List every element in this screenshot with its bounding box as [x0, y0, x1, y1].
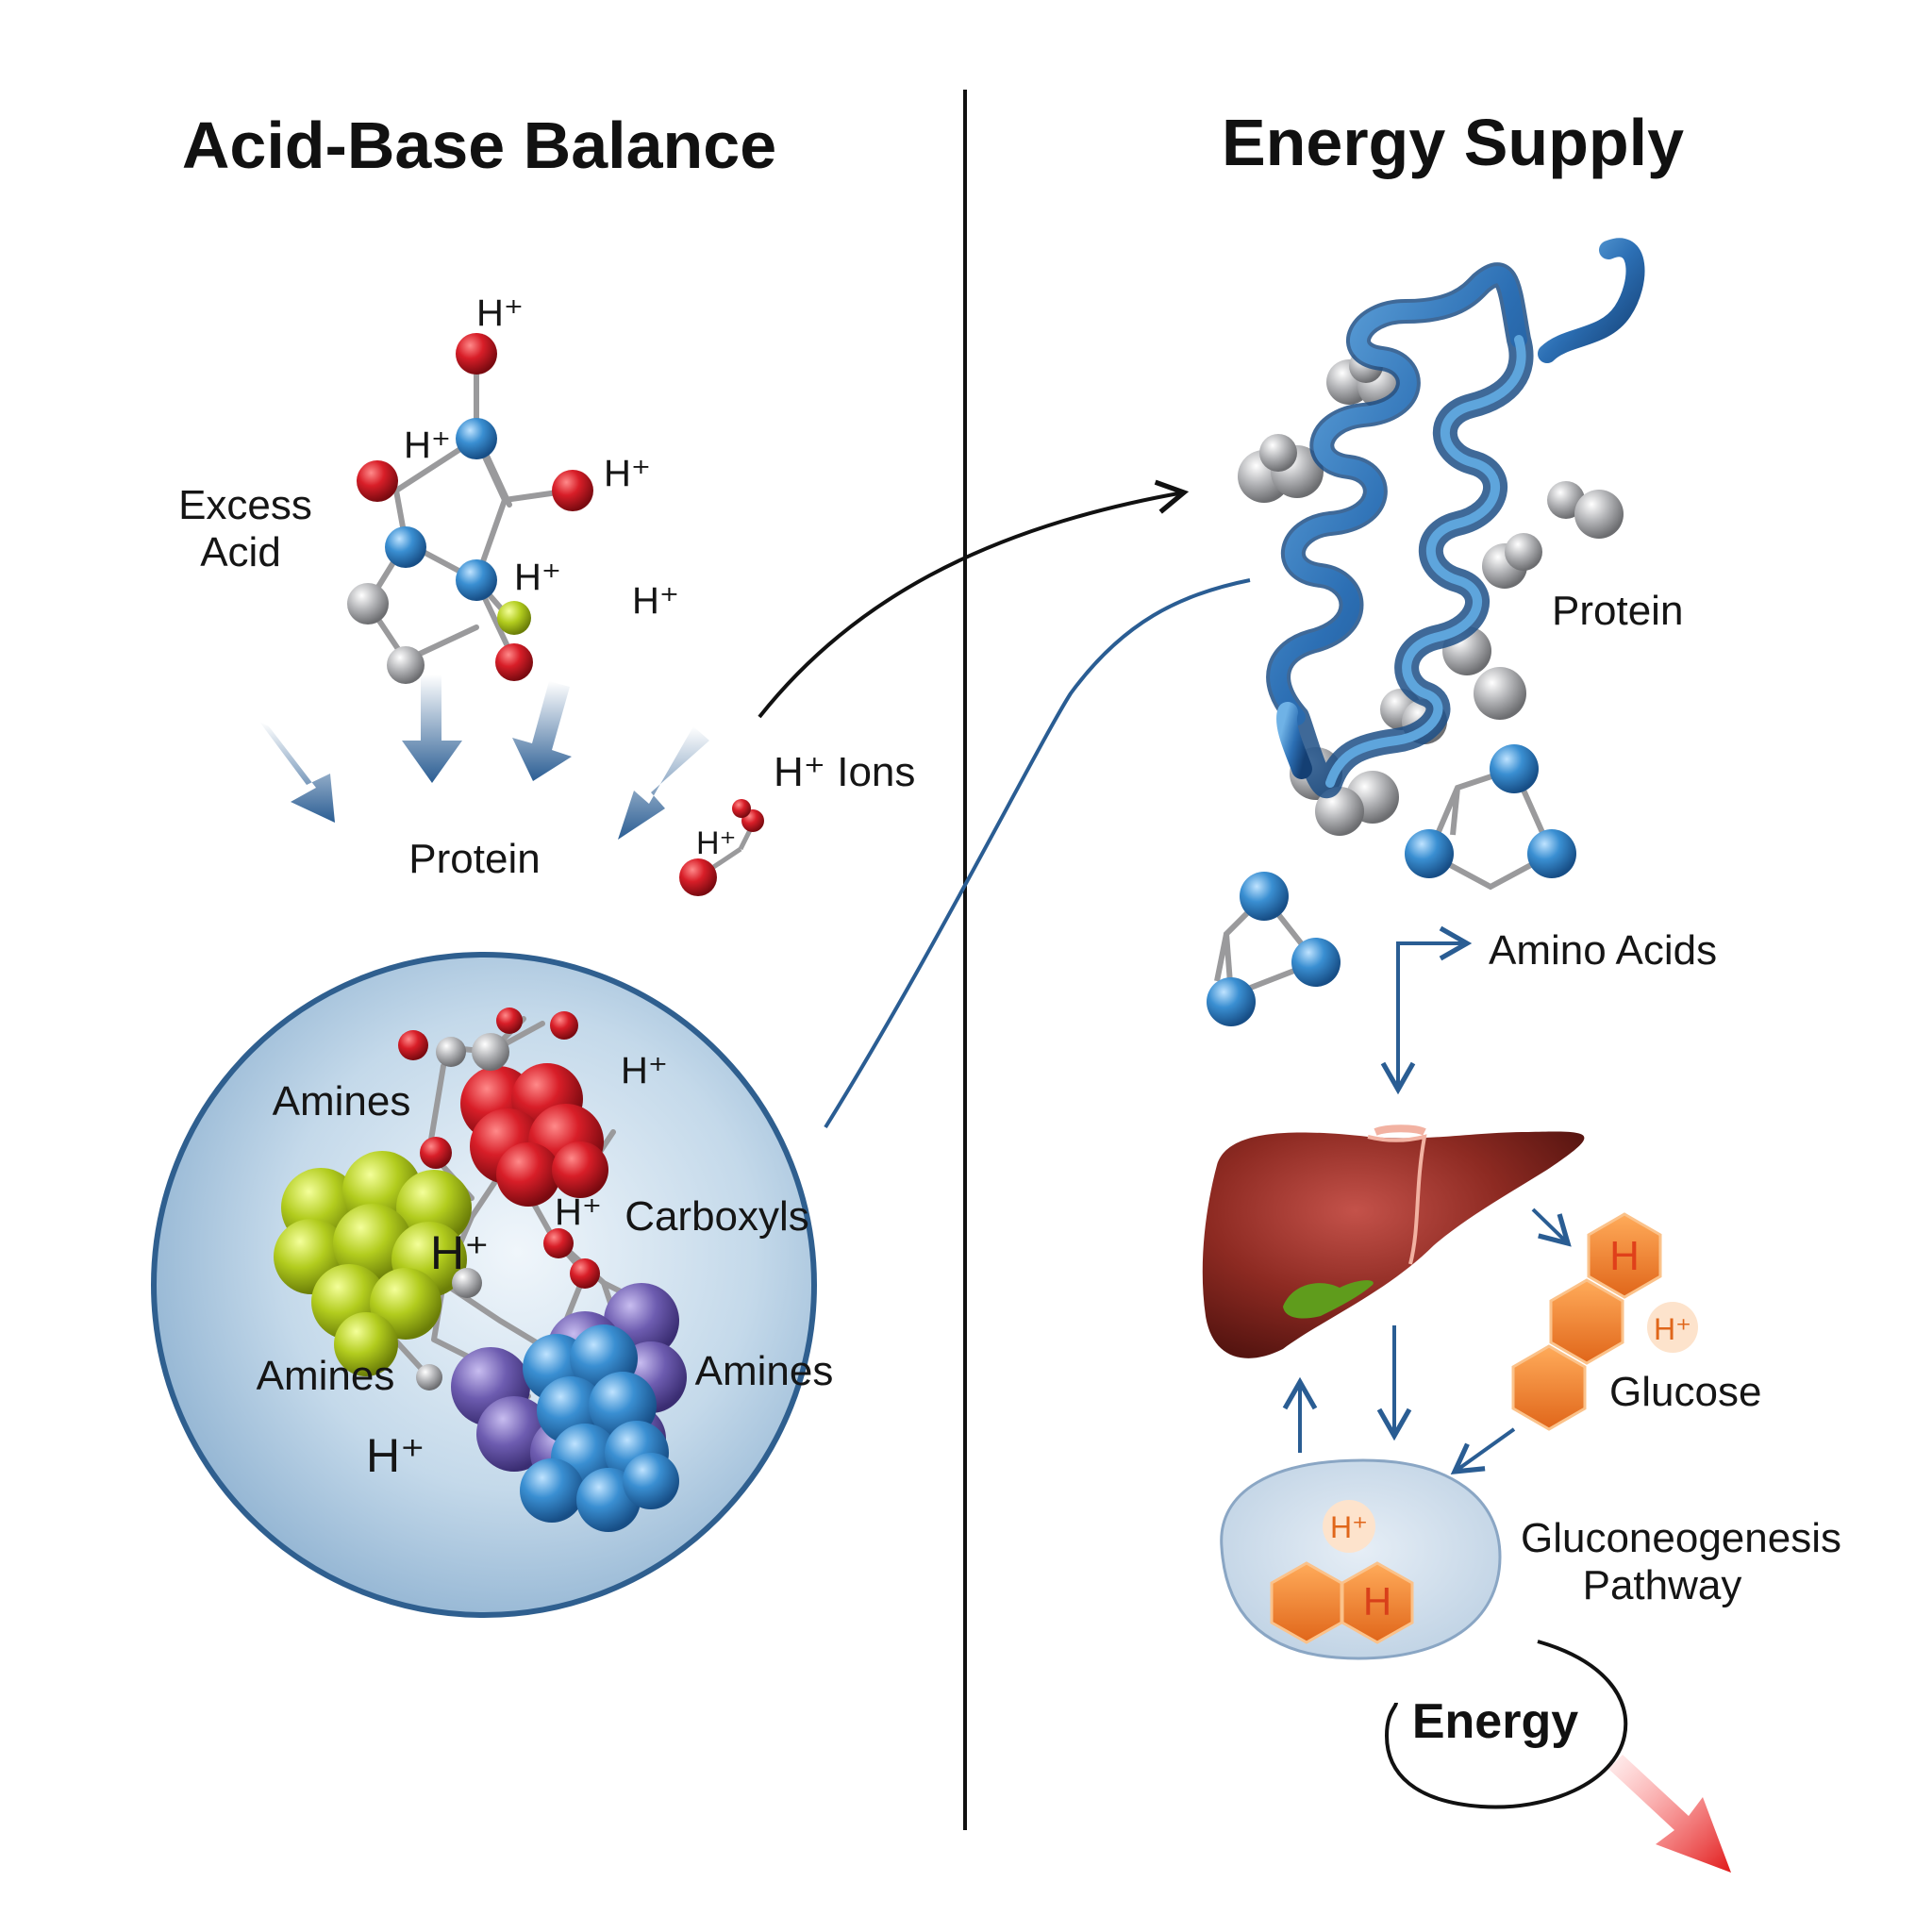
flow-arrow-1 [259, 722, 335, 823]
left-panel-title: Acid-Base Balance [182, 108, 776, 182]
protein-helix [1266, 238, 1645, 799]
ions-to-protein-arrow [758, 479, 1190, 719]
zoom-label-amines-right: Amines [695, 1348, 834, 1394]
glucose-h-plus: H⁺ [1654, 1312, 1691, 1346]
carboxyl-cluster-red [398, 1008, 608, 1289]
right-panel-title: Energy Supply [1222, 106, 1684, 179]
energy-loop [1384, 1640, 1628, 1809]
h-plus-left: H⁺ [404, 425, 451, 466]
cell-h-plus: H⁺ [1330, 1510, 1368, 1544]
zoom-label-amines-left: Amines [257, 1353, 395, 1399]
h-plus-right: H⁺ [604, 453, 651, 494]
h-ion-molecule: H⁺ [679, 799, 764, 896]
liver-to-glucose-arrow [1531, 1208, 1572, 1247]
zoom-label-carboxyls: Carboxyls [625, 1193, 809, 1240]
protein-zoom-circle: Amines Carboxyls Amines Amines H⁺ H⁺ H⁺ … [151, 952, 834, 1618]
excess-acid-label-line1: Excess [178, 482, 312, 528]
flow-arrow-4 [618, 726, 709, 840]
right-protein-label: Protein [1552, 588, 1683, 634]
pathway-label-line1: Gluconeogenesis [1521, 1515, 1841, 1561]
acid-molecule [347, 333, 593, 684]
amino-acid-ring-1 [1405, 744, 1576, 891]
h-plus-center: H⁺ [514, 557, 561, 598]
amine-cluster-blue [520, 1324, 679, 1532]
glucose-label: Glucose [1609, 1369, 1761, 1415]
amino-acid-ring-2 [1207, 872, 1341, 1026]
glucose-molecule: H H⁺ [1511, 1212, 1698, 1431]
glucose-hex-letter: H [1609, 1233, 1640, 1279]
h-plus-top: H⁺ [476, 292, 524, 334]
h-ions-label: H⁺ Ions [774, 749, 915, 795]
acid-flow-arrows [259, 675, 709, 840]
amino-acids-label: Amino Acids [1489, 927, 1717, 974]
liver-icon [1202, 1124, 1585, 1358]
h-plus-ion-small: H⁺ [696, 825, 737, 861]
zoom-connector-line [824, 578, 1251, 1129]
energy-output-arrow [1608, 1755, 1731, 1873]
flow-arrow-3 [512, 681, 572, 781]
amine-cluster-lime [274, 1151, 472, 1376]
zoom-h-plus-4: H⁺ [366, 1429, 425, 1482]
zoom-h-plus-2: H⁺ [555, 1191, 602, 1233]
cell-hex-letter: H [1363, 1579, 1391, 1624]
zoom-h-plus-3: H⁺ [430, 1226, 490, 1279]
flow-arrow-2 [402, 675, 462, 783]
zoom-label-amines-top: Amines [273, 1078, 411, 1124]
energy-label: Energy [1412, 1694, 1578, 1749]
excess-acid-label-line2: Acid [200, 529, 281, 575]
left-protein-label: Protein [408, 836, 540, 882]
amino-acids-pointer-arrow [1396, 925, 1473, 1057]
glucose-to-cell-arrow [1450, 1427, 1516, 1475]
pathway-label-line2: Pathway [1583, 1562, 1742, 1608]
h-plus-far: H⁺ [632, 580, 679, 622]
gluconeogenesis-cell: H⁺ H [1220, 1458, 1502, 1660]
zoom-h-plus-1: H⁺ [621, 1050, 668, 1091]
